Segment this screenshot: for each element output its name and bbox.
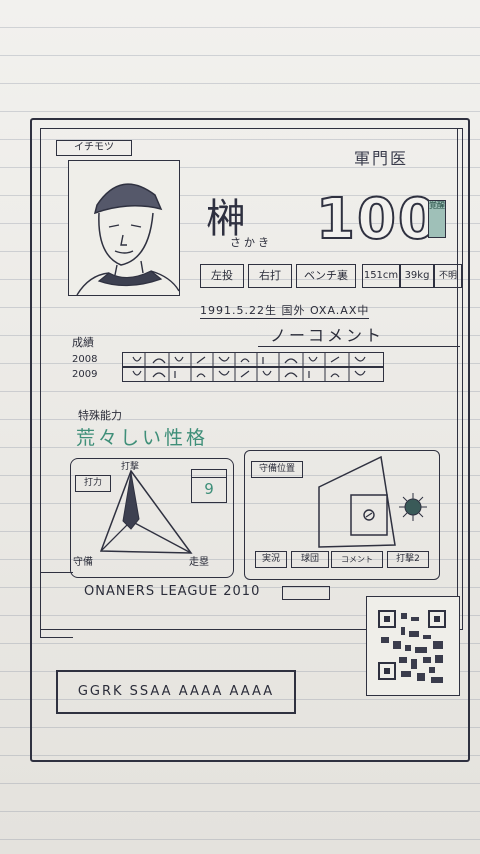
card-tag: イチモツ [56, 140, 132, 156]
qr-code-image [378, 610, 446, 683]
attr-blood: 不明 [434, 264, 462, 288]
status-badge: 覚醒 [428, 200, 446, 238]
stats-label: 成績 [72, 336, 94, 349]
field-button-3: コメント [331, 551, 383, 568]
qr-code [366, 596, 460, 696]
special-ability-label: 特殊能力 [78, 409, 122, 422]
field-button-1: 実況 [255, 551, 287, 568]
stats-grid [122, 352, 384, 382]
card-ear [40, 572, 73, 638]
stats-year-1: 2008 [72, 354, 98, 365]
radar-box-label: 打力 [75, 475, 111, 492]
player-name: 榊 [206, 196, 252, 242]
stats-year-2: 2009 [72, 369, 98, 380]
radar-axis-right: 走塁 [189, 557, 209, 568]
field-button-4: 打撃2 [387, 551, 429, 568]
attr-throw: 左投 [200, 264, 244, 288]
rank-box: 9 [191, 469, 227, 503]
field-panel: 守備位置 実況 球団 コメント 打撃2 [244, 450, 440, 580]
stats-scribbles [132, 353, 366, 381]
card-inner-frame [40, 128, 458, 630]
radar-chart [99, 469, 193, 554]
player-profile-line: 1991.5.22生 国外 OXA.AX中 [200, 304, 370, 319]
radar-axis-top: 打撃 [121, 462, 140, 472]
player-card [30, 118, 470, 762]
player-name-reading: さかき [230, 236, 272, 249]
attr-height: 151cm [362, 264, 400, 288]
radar-axis-left: 守備 [73, 557, 93, 568]
attr-weight: 39kg [400, 264, 434, 288]
player-comment: ノーコメント [270, 326, 385, 345]
comment-underline [258, 346, 460, 347]
attr-position: ベンチ裏 [296, 264, 356, 288]
field-label: 守備位置 [251, 461, 303, 478]
rank-box-header [192, 470, 226, 478]
player-photo [68, 160, 180, 296]
player-number: 100 [315, 187, 439, 252]
stats-grid-divider [123, 366, 383, 368]
special-ability: 荒々しい性格 [76, 427, 209, 449]
card-serial-code: GGRK SSAA AAAA AAAA [56, 670, 296, 714]
attr-bat: 右打 [248, 264, 292, 288]
team-name: 軍門医 [354, 149, 409, 168]
field-button-2: 球団 [291, 551, 329, 568]
league-name: ONANERS LEAGUE 2010 [84, 584, 261, 599]
rank-value: 9 [204, 480, 214, 498]
player-portrait-sketch [76, 183, 180, 296]
field-diagram [318, 455, 427, 548]
radar-panel: 打力 打撃 守備 走塁 9 [70, 458, 234, 578]
card-side-rail [444, 128, 463, 630]
league-stamp [282, 586, 330, 600]
